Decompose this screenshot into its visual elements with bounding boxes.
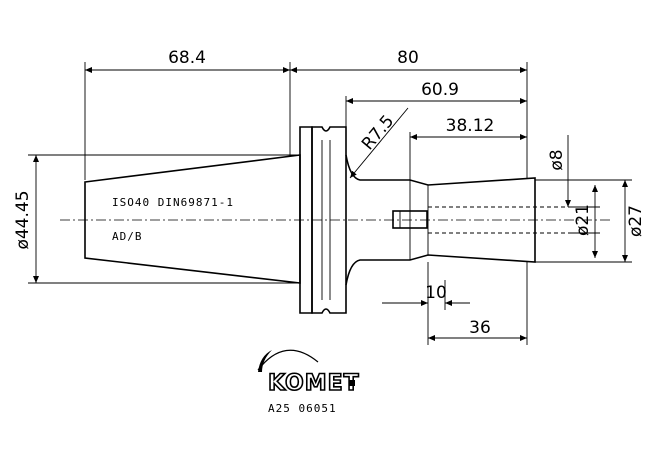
dim-radius: R7.5 <box>349 107 409 179</box>
dim-dia-27: ø27 <box>535 179 646 263</box>
dim-text-10: 10 <box>425 283 447 303</box>
logo-registered-mark <box>349 380 355 386</box>
dim-80: 80 <box>290 48 528 178</box>
dim-dia-21: ø21 <box>568 185 600 258</box>
dim-text-38-12: 38.12 <box>446 116 495 136</box>
dim-38-12: 38.12 <box>409 116 527 180</box>
dim-text-dia-21: ø21 <box>573 204 593 236</box>
dim-text-36: 36 <box>469 318 491 338</box>
logo-arc <box>257 349 319 371</box>
dim-36: 36 <box>428 262 528 345</box>
taper-cone <box>84 154 301 284</box>
komet-logo: KOMET <box>257 349 360 397</box>
dim-dia-44-45: ø44.45 <box>13 154 300 284</box>
dim-dia-8: ø8 <box>535 135 575 207</box>
note-form: AD/B <box>112 230 143 243</box>
logo-brand-text: KOMET <box>268 371 360 396</box>
note-standard: ISO40 DIN69871-1 <box>112 196 234 209</box>
dim-60-9: 60.9 <box>345 80 527 155</box>
dim-10: 10 <box>382 262 470 345</box>
dim-text-dia-8: ø8 <box>547 149 567 170</box>
dim-text-dia-44-45: ø44.45 <box>13 190 33 249</box>
v-groove-collar <box>311 126 347 314</box>
stop-screw <box>392 210 428 229</box>
part-number: A25 06051 <box>268 402 337 415</box>
logo-arc-accent <box>258 350 272 372</box>
dim-text-68-4: 68.4 <box>168 48 206 68</box>
radius-leader <box>349 107 409 179</box>
dim-text-radius: R7.5 <box>358 111 398 154</box>
dim-text-60-9: 60.9 <box>421 80 459 100</box>
dim-text-80: 80 <box>397 48 419 68</box>
dim-text-dia-27: ø27 <box>626 205 646 237</box>
dim-68-4: 68.4 <box>84 48 291 180</box>
